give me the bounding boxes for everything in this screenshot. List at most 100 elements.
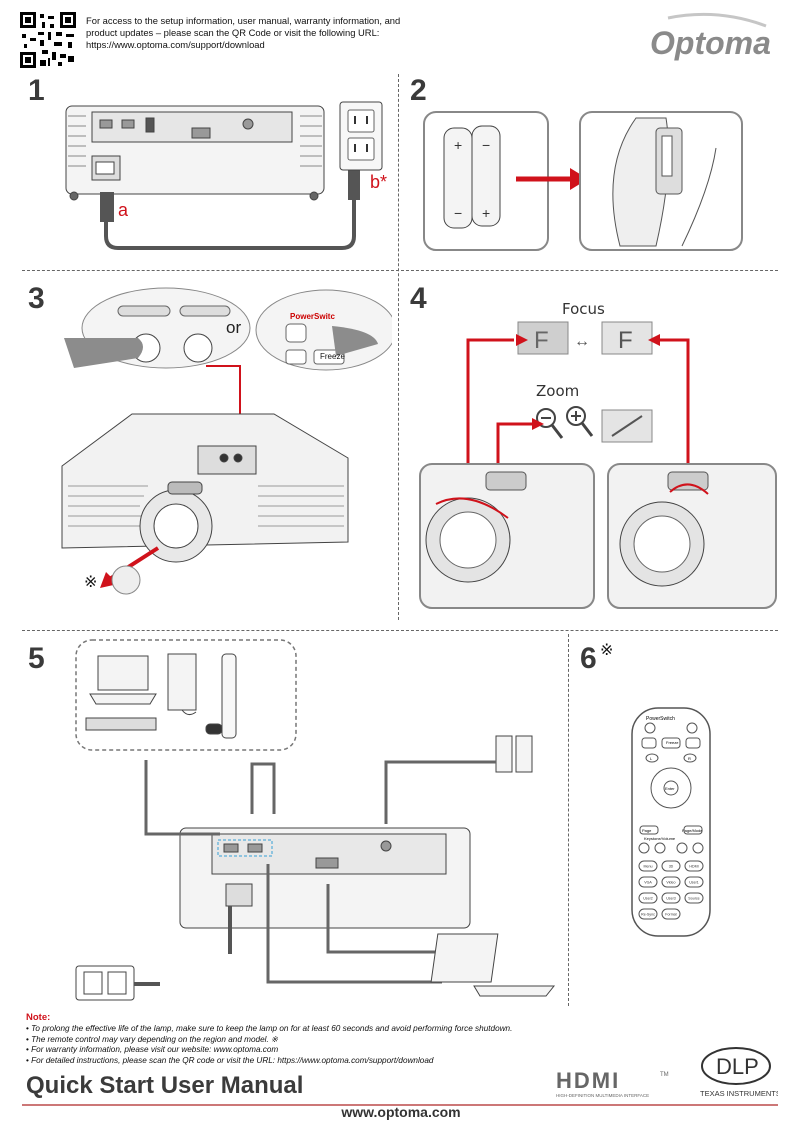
remote-button-label: Format bbox=[665, 913, 676, 917]
note-title: Note: bbox=[26, 1012, 51, 1023]
step3-power-diagram bbox=[61, 287, 392, 595]
svg-text:+: + bbox=[482, 205, 490, 221]
remote-button-3d[interactable] bbox=[661, 860, 681, 872]
svg-text:HIGH-DEFINITION MULTIMEDIA INT: HIGH-DEFINITION MULTIMEDIA INTERFACE bbox=[556, 1093, 649, 1098]
step-number-2: 2 bbox=[410, 74, 427, 107]
intro-text-block: For access to the setup information, use… bbox=[86, 15, 416, 51]
step-number-3: 3 bbox=[28, 282, 45, 315]
speaker-icon bbox=[495, 735, 533, 773]
label-b: b* bbox=[370, 172, 388, 192]
remote-button-label: User1 bbox=[689, 881, 699, 885]
step-6-asterisk: ※ bbox=[600, 642, 614, 659]
divider-h-1 bbox=[22, 270, 778, 271]
title-underline bbox=[22, 1104, 778, 1106]
remote-button-label: HDMI bbox=[689, 865, 698, 869]
freeze-label: Freeze bbox=[320, 352, 345, 361]
remote-button-label: Video bbox=[666, 881, 675, 885]
remote-left-mouse[interactable] bbox=[645, 753, 659, 763]
remote-button-label: 3D bbox=[669, 865, 674, 869]
zoom-label: Zoom bbox=[536, 382, 580, 400]
remote-button-resync[interactable] bbox=[638, 908, 658, 920]
svg-text:↔: ↔ bbox=[574, 333, 590, 350]
laptop-vga-icon bbox=[430, 933, 556, 997]
svg-text:TEXAS INSTRUMENTS: TEXAS INSTRUMENTS bbox=[700, 1089, 778, 1098]
note-item: The remote control may vary depending on… bbox=[26, 1035, 512, 1046]
wall-outlet-5-icon bbox=[75, 965, 135, 1001]
projector-rear-5 bbox=[179, 827, 471, 929]
svg-text:Keystone/Volume: Keystone/Volume bbox=[644, 836, 676, 841]
power-button-closeup bbox=[64, 287, 251, 369]
remote-button-label: User2 bbox=[643, 897, 653, 901]
note-item: To prolong the effective life of the lam… bbox=[26, 1024, 512, 1035]
remote-button-label: VGA bbox=[644, 881, 652, 885]
remote-button-user1[interactable] bbox=[684, 876, 704, 888]
step1-power-diagram bbox=[65, 101, 383, 250]
wall-outlet-icon bbox=[339, 101, 383, 171]
notes-list: To prolong the effective life of the lam… bbox=[26, 1024, 512, 1066]
remote-enter-button[interactable] bbox=[663, 780, 679, 796]
lens-cap-asterisk: ※ bbox=[84, 574, 98, 591]
svg-text:R: R bbox=[688, 756, 691, 761]
remote-button-hdmi[interactable] bbox=[684, 860, 704, 872]
remote-menu-top-button[interactable] bbox=[686, 722, 698, 734]
dlp-logo: DLP TEXAS INSTRUMENTS bbox=[700, 1047, 778, 1098]
step-number-4: 4 bbox=[410, 282, 427, 315]
step4-focus-zoom-diagram: F ↔ F bbox=[419, 321, 777, 609]
remote-control: PowerSwitch Freeze L R Enter Page Page/M… bbox=[631, 707, 711, 937]
footer-url[interactable]: www.optoma.com bbox=[341, 1104, 461, 1120]
svg-text:Enter: Enter bbox=[665, 786, 675, 791]
remote-button-vga[interactable] bbox=[638, 876, 658, 888]
zoom-in-icon bbox=[566, 406, 594, 437]
svg-text:Page: Page bbox=[642, 828, 652, 833]
step5-connections-diagram bbox=[75, 639, 556, 1001]
remote-button-label: Menu bbox=[644, 865, 653, 869]
projector-rear bbox=[65, 105, 325, 201]
power-switch-label: PowerSwitc bbox=[290, 312, 335, 321]
remote-button-format[interactable] bbox=[661, 908, 681, 920]
remote-button-video[interactable] bbox=[661, 876, 681, 888]
remote-right-mouse[interactable] bbox=[683, 753, 697, 763]
remote-button-label: Source bbox=[688, 897, 699, 901]
or-label: or bbox=[226, 318, 242, 337]
step-number-6: 6 bbox=[580, 642, 597, 675]
svg-text:F: F bbox=[618, 327, 633, 354]
remote-freeze-button[interactable] bbox=[661, 737, 681, 749]
divider-h-2 bbox=[22, 630, 778, 631]
bluray-icon bbox=[85, 717, 157, 731]
svg-text:−: − bbox=[482, 137, 490, 153]
remote-button-user2[interactable] bbox=[638, 892, 658, 904]
svg-text:DLP: DLP bbox=[716, 1054, 759, 1079]
battery-icon: + − − + bbox=[443, 125, 501, 229]
focus-label: Focus bbox=[562, 300, 605, 318]
remote-page-mode[interactable] bbox=[683, 825, 703, 835]
power-cable bbox=[104, 192, 356, 250]
manual-title: Quick Start User Manual bbox=[26, 1072, 304, 1099]
remote-button-user3[interactable] bbox=[661, 892, 681, 904]
divider-v-bottom bbox=[568, 634, 569, 1006]
projector-front bbox=[61, 413, 349, 563]
step2-battery-diagram: + − − + bbox=[423, 111, 743, 251]
svg-text:TM: TM bbox=[660, 1072, 669, 1078]
svg-text:F: F bbox=[534, 327, 549, 354]
remote-button-label: User3 bbox=[666, 897, 676, 901]
remote-page-up[interactable] bbox=[639, 825, 659, 835]
remote-blank-button[interactable] bbox=[685, 737, 701, 749]
hdmi-logo: HDMI TM HIGH-DEFINITION MULTIMEDIA INTER… bbox=[556, 1068, 669, 1098]
qr-code[interactable] bbox=[20, 12, 76, 68]
remote-power-button[interactable] bbox=[644, 722, 656, 734]
remote-button-menu[interactable] bbox=[638, 860, 658, 872]
remote-insert-icon bbox=[612, 117, 717, 247]
svg-text:Freeze: Freeze bbox=[666, 740, 679, 745]
svg-text:L: L bbox=[650, 756, 653, 761]
optoma-logo: Optoma bbox=[650, 12, 771, 61]
remote-button-source[interactable] bbox=[684, 892, 704, 904]
note-item: For detailed instructions, please scan t… bbox=[26, 1056, 512, 1067]
step-number-5: 5 bbox=[28, 642, 45, 675]
remote-mute-button[interactable] bbox=[641, 737, 657, 749]
focus-sharp-box bbox=[601, 321, 653, 355]
divider-v-top bbox=[398, 74, 399, 620]
laptop-icon bbox=[89, 655, 157, 705]
note-item: For warranty information, please visit o… bbox=[26, 1045, 512, 1056]
intro-url[interactable]: https://www.optoma.com/support/download bbox=[86, 39, 265, 50]
console-slim-icon bbox=[205, 653, 237, 739]
